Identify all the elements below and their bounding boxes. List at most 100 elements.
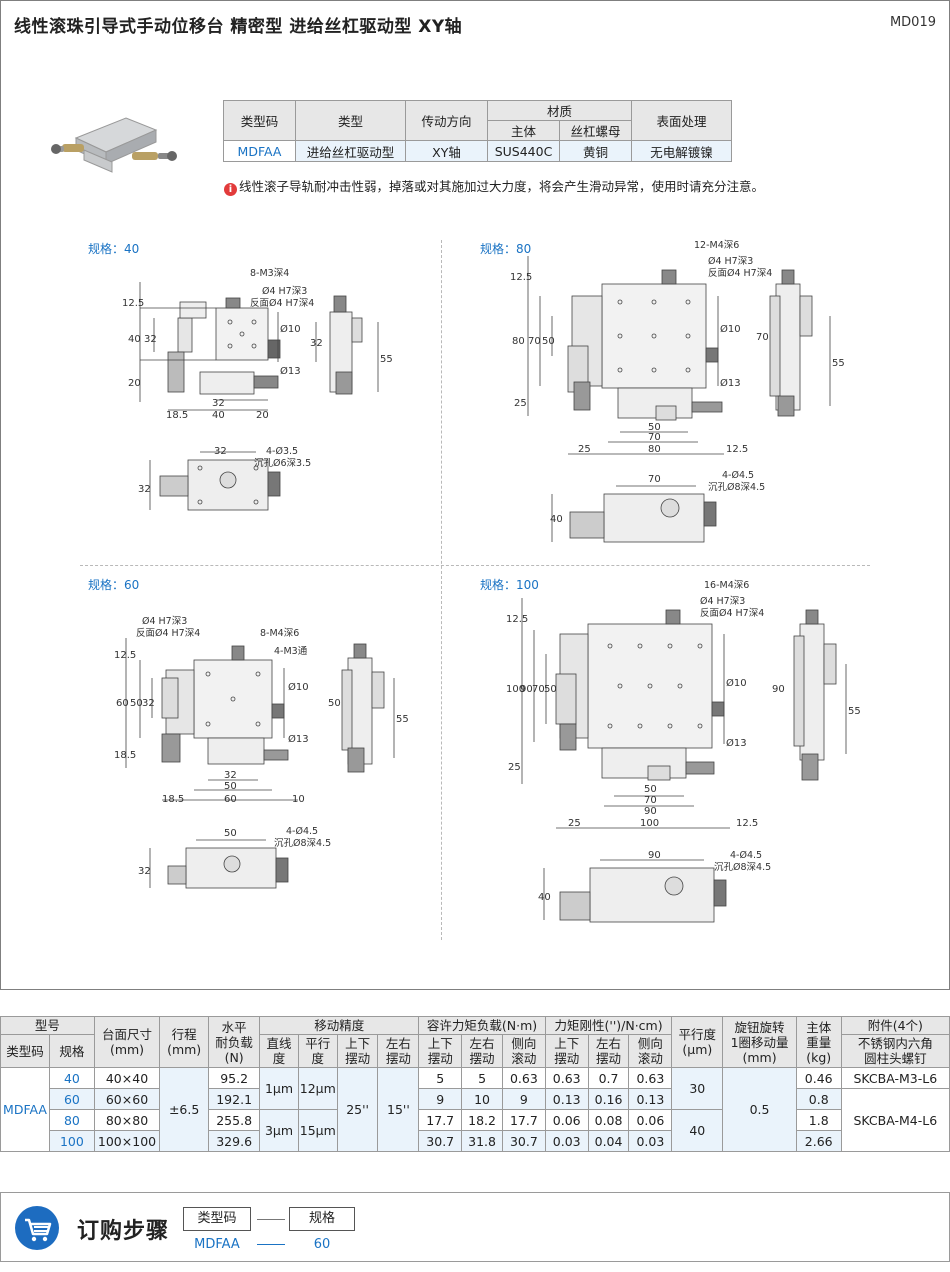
order-value-type-code: MDFAA (194, 1237, 240, 1252)
cell-my: 31.8 (461, 1130, 503, 1152)
header-accessory: 附件(4个) (840, 1016, 950, 1035)
drawing-size-100: 16-M4深6 Ø4 H7深3 反面Ø4 H7深4 12.5 100 90 70… (504, 574, 864, 934)
cell-mp: 9 (418, 1088, 463, 1110)
cell-straight-1: 1μm (259, 1067, 299, 1110)
dim-60-v125: 12.5 (114, 650, 136, 661)
header-m-pitch: 上下 摆动 (418, 1034, 463, 1068)
dim-60-b50: 50 (224, 828, 237, 839)
dim-60-bh32: 32 (138, 866, 151, 877)
header-s-pitch: 上下 摆动 (544, 1034, 589, 1068)
dim-100-h50: 50 (644, 784, 657, 795)
dim-40-o10: Ø10 (280, 323, 301, 335)
header-s-roll: 侧向 滚动 (628, 1034, 673, 1068)
size-label-80: 规格：80 (480, 242, 532, 256)
order-value-connector (257, 1244, 285, 1245)
cell-table: 40×40 (93, 1067, 161, 1089)
header-stroke: 行程 (mm) (159, 1016, 210, 1068)
cell-table: 60×60 (93, 1088, 161, 1110)
divider-vertical (441, 240, 442, 940)
dim-100-side55: 55 (848, 706, 861, 717)
dim-100-b90: 90 (648, 850, 661, 861)
dim-80-side70: 70 (756, 332, 769, 343)
cell-table: 100×100 (93, 1130, 161, 1152)
dim-60-v60: 60 (116, 698, 129, 709)
warning-icon: i (224, 183, 237, 196)
dim-80-pin: Ø4 H7深3 (708, 256, 753, 267)
dim-40-b32: 32 (214, 446, 227, 457)
dim-100-pin: Ø4 H7深3 (700, 596, 745, 607)
order-section: 订购步骤 类型码 规格 MDFAA 60 (0, 1192, 950, 1262)
cell-sr: 0.63 (628, 1067, 673, 1089)
cart-icon (15, 1206, 59, 1250)
cell-mp: 30.7 (418, 1130, 463, 1152)
cell-yaw: 15'' (377, 1067, 420, 1152)
cell-load: 329.6 (208, 1130, 261, 1152)
cell-knob: 0.5 (722, 1067, 797, 1152)
cell-straight-2: 3μm (259, 1109, 299, 1152)
dim-40-side32: 32 (310, 338, 323, 349)
dim-40-h185: 18.5 (166, 410, 188, 421)
divider-horizontal (80, 565, 870, 566)
cell-my: 18.2 (461, 1109, 503, 1131)
cell-mr: 9 (501, 1088, 546, 1110)
dim-100-o10: Ø10 (726, 677, 747, 689)
cell-table: 80×80 (93, 1109, 161, 1131)
cell-sr: 0.03 (628, 1130, 673, 1152)
dim-80-h125: 12.5 (726, 444, 748, 455)
dim-80-h80: 80 (648, 444, 661, 455)
cell-sp: 0.03 (544, 1130, 589, 1152)
dim-60-v185: 18.5 (114, 750, 136, 761)
header-yaw: 左右 摆动 (377, 1034, 420, 1068)
header-s-yaw: 左右 摆动 (587, 1034, 630, 1068)
dim-80-h50: 50 (648, 422, 661, 433)
order-box-type-code: 类型码 (183, 1207, 251, 1231)
dim-80-o13: Ø13 (720, 377, 741, 389)
dim-100-o13: Ø13 (726, 737, 747, 749)
cell-type: 进给丝杠驱动型 (295, 140, 406, 162)
cell-sy: 0.08 (587, 1109, 630, 1131)
dim-40-pin-back: 反面Ø4 H7深4 (250, 298, 314, 309)
dim-60-h32: 32 (224, 770, 237, 781)
header-pitch: 上下 摆动 (336, 1034, 379, 1068)
dim-100-b-counterbore: 沉孔Ø8深4.5 (714, 862, 771, 873)
dim-60-v50: 50 (130, 698, 143, 709)
cell-accessory-2: SKCBA-M4-L6 (840, 1088, 950, 1152)
dim-80-bh40: 40 (550, 514, 563, 525)
dim-80-b70: 70 (648, 474, 661, 485)
dim-100-h125: 12.5 (736, 818, 758, 829)
cell-sp: 0.06 (544, 1109, 589, 1131)
cell-sr: 0.13 (628, 1088, 673, 1110)
dim-60-pin: Ø4 H7深3 (142, 616, 187, 627)
cell-load: 95.2 (208, 1067, 261, 1089)
dim-60-holes: 8-M4深6 (260, 628, 299, 639)
cell-parallelism-2: 40 (671, 1109, 724, 1152)
cell-accessory-1: SKCBA-M3-L6 (840, 1067, 950, 1089)
cell-sy: 0.04 (587, 1130, 630, 1152)
header-type: 类型 (295, 100, 406, 141)
dim-60-thru: 4-M3通 (274, 646, 308, 657)
header-accuracy: 移动精度 (259, 1016, 420, 1035)
dim-40-v125: 12.5 (122, 298, 144, 309)
dim-80-pin-back: 反面Ø4 H7深4 (708, 268, 772, 279)
dim-100-v50: 50 (544, 684, 557, 695)
dim-80-v70: 70 (528, 336, 541, 347)
dim-60-o10: Ø10 (288, 681, 309, 693)
dim-40-bh32: 32 (138, 484, 151, 495)
dim-100-holes: 16-M4深6 (704, 580, 749, 591)
dim-40-o13: Ø13 (280, 365, 301, 377)
header-knob: 旋钮旋转 1圈移动量 (mm) (722, 1016, 797, 1068)
header-type-code: 类型码 (223, 100, 296, 141)
dim-60-b-holes: 4-Ø4.5 (286, 826, 318, 837)
cell-mr: 17.7 (501, 1109, 546, 1131)
cell-parallelism-1: 30 (671, 1067, 724, 1110)
dim-60-h60: 60 (224, 794, 237, 805)
dim-40-v32: 32 (144, 334, 157, 345)
cell-surface: 无电解镀镍 (631, 140, 732, 162)
dim-40-h40: 40 (212, 410, 225, 421)
drawing-size-60: Ø4 H7深3 反面Ø4 H7深4 8-M4深6 4-M3通 12.5 60 5… (112, 608, 432, 908)
spec-table: 类型码 类型 传动方向 材质 表面处理 主体 丝杠螺母 MDFAA 进给丝杠驱动… (223, 100, 732, 162)
header-weight: 主体 重量 (kg) (795, 1016, 842, 1068)
dim-100-pin-back: 反面Ø4 H7深4 (700, 608, 764, 619)
cell-parallel-1: 12μm (297, 1067, 338, 1110)
dim-60-b-counterbore: 沉孔Ø8深4.5 (274, 838, 331, 849)
